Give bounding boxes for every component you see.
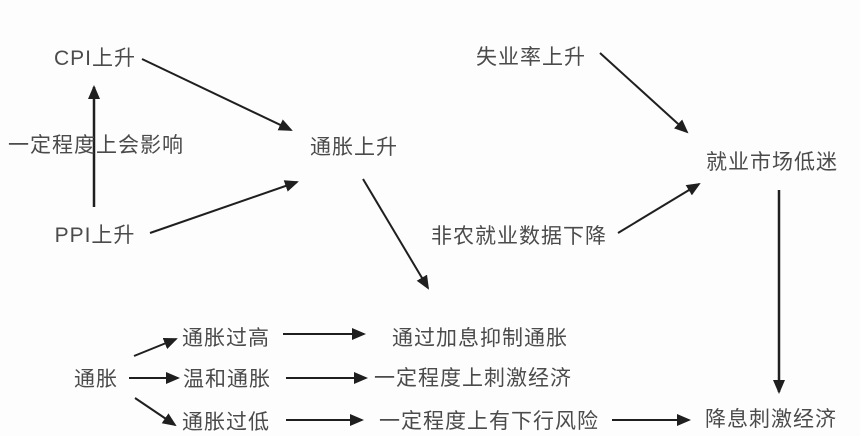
node-ppi-rise: PPI上升: [54, 224, 136, 247]
arrow-inflation-to-low: [134, 397, 177, 427]
arrow-ppi-to-inflation-up: [149, 180, 299, 234]
node-inflation-rise: 通胀上升: [310, 136, 398, 159]
node-rate-cut-stimulus: 降息刺激经济: [705, 408, 837, 431]
node-job-market-slump: 就业市场低迷: [706, 151, 838, 174]
node-inflation-too-high: 通胀过高: [182, 327, 270, 350]
node-inflation: 通胀: [74, 368, 118, 391]
node-influence-note: 一定程度上会影响: [8, 134, 184, 157]
node-nonfarm-decline: 非农就业数据下降: [431, 225, 607, 248]
node-inflation-mild: 温和通胀: [183, 368, 271, 391]
arrow-unemployment-to-job-market: [599, 52, 689, 134]
arrow-cpi-to-inflation-up: [141, 58, 293, 131]
arrow-inflation-up-to-rate-hike: [362, 178, 430, 290]
node-rate-hike-curb: 通过加息抑制通胀: [392, 327, 568, 350]
node-downside-risk: 一定程度上有下行风险: [379, 410, 599, 433]
arrow-inflation-to-high: [133, 337, 178, 357]
node-unemployment-rise: 失业率上升: [476, 46, 586, 69]
node-cpi-rise: CPI上升: [53, 47, 137, 70]
arrow-nonfarm-to-job-market: [617, 182, 701, 234]
node-stimulate-economy: 一定程度上刺激经济: [374, 367, 572, 390]
node-inflation-too-low: 通胀过低: [182, 411, 270, 434]
